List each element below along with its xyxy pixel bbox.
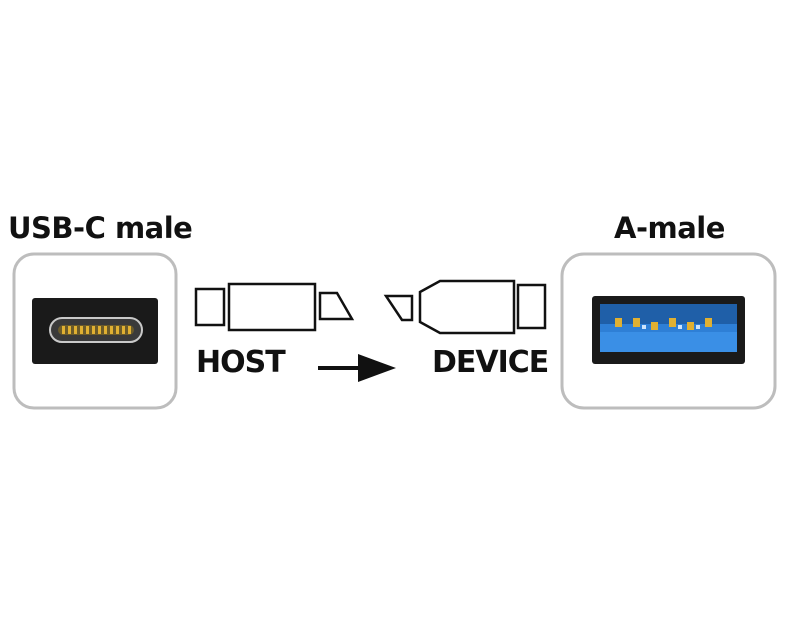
host-label: HOST bbox=[196, 345, 286, 380]
usb-a-plug-outline-icon bbox=[383, 279, 547, 335]
usb-a-port-icon bbox=[560, 252, 777, 410]
usb-c-plug-outline-icon bbox=[194, 282, 355, 332]
a-male-title: A-male bbox=[614, 211, 725, 245]
usb-c-port-icon bbox=[12, 252, 178, 410]
arrow-right-icon bbox=[318, 354, 396, 382]
device-label: DEVICE bbox=[432, 345, 549, 380]
usb-c-male-title: USB-C male bbox=[8, 211, 193, 245]
